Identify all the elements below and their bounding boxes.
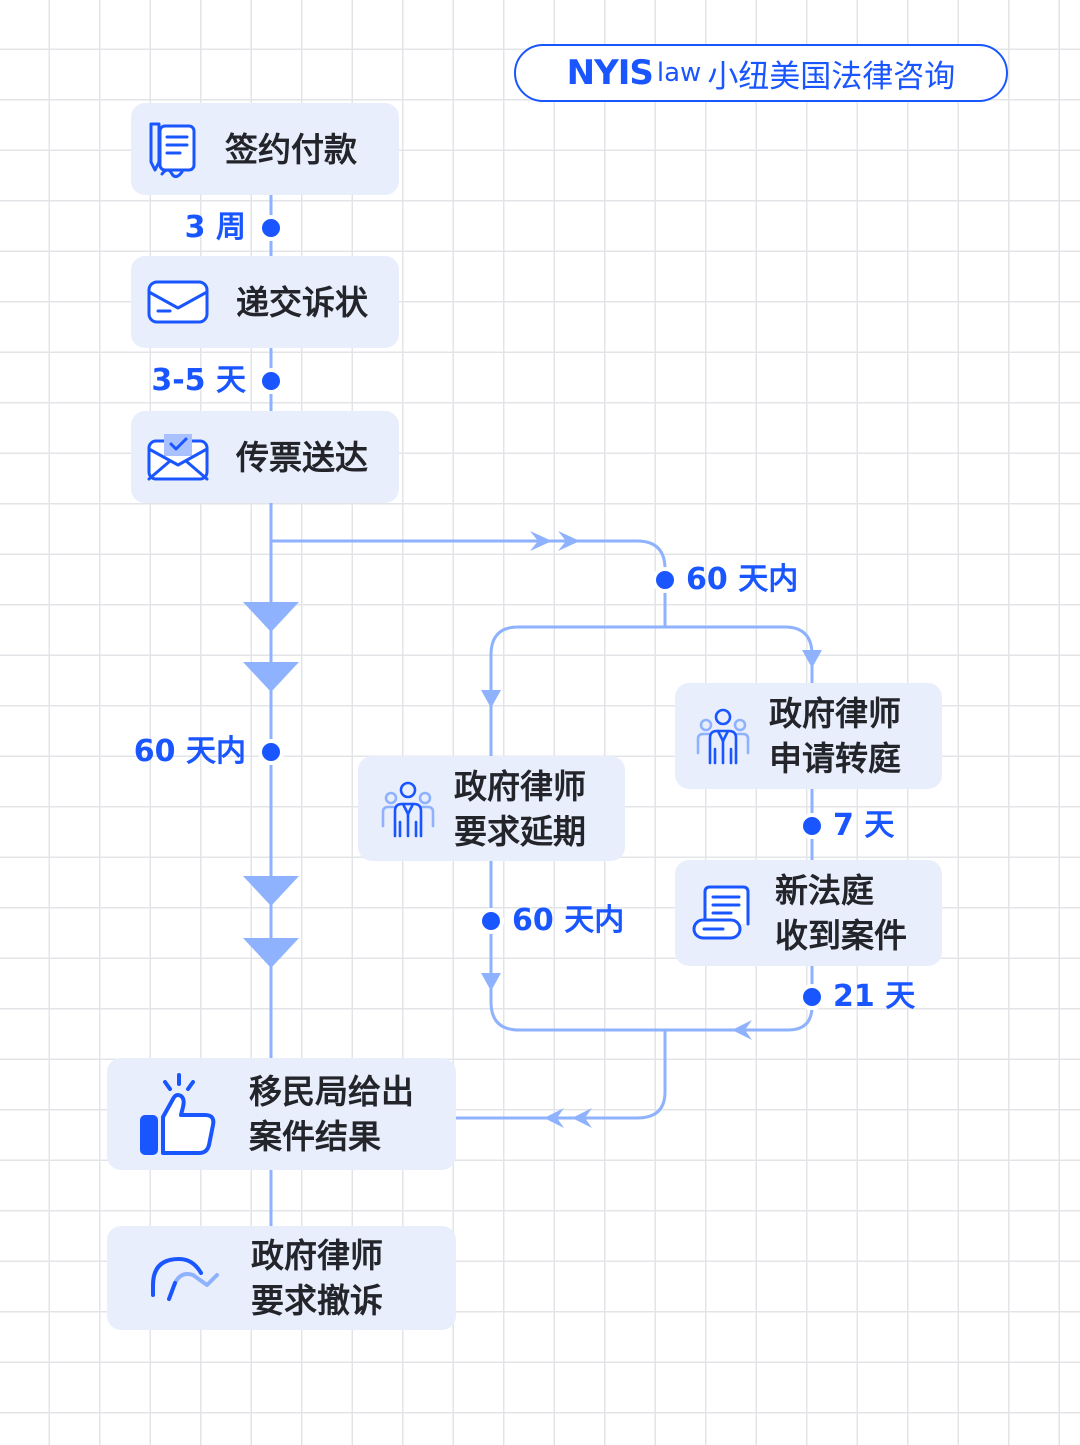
step-label: 移民局给出 案件结果 <box>249 1072 414 1156</box>
brand-law: law <box>656 58 702 88</box>
merge-to-result-line <box>454 1028 667 1120</box>
government-attorney-icon <box>380 778 436 840</box>
flow-arrow-down-double <box>243 938 299 968</box>
step-new-court: 新法庭 收到案件 <box>675 860 942 966</box>
timeline-dot <box>652 567 678 593</box>
flow-arrow-down-double <box>243 876 299 906</box>
timeline-dot <box>258 739 284 765</box>
timeline-dot <box>258 368 284 394</box>
flow-arrow-right <box>558 531 580 551</box>
step-label: 签约付款 <box>225 129 357 169</box>
court-to-merge-line <box>663 964 814 1032</box>
step-label: 新法庭 收到案件 <box>775 871 907 955</box>
envelope-icon <box>146 278 210 326</box>
flow-arrow-left <box>732 1020 752 1040</box>
step-gov-extension: 政府律师 要求延期 <box>358 756 625 861</box>
extension-down-line <box>489 859 667 1032</box>
timeline-dot <box>799 813 825 839</box>
documents-icon <box>691 884 753 942</box>
flow-arrow-down-double <box>243 602 299 632</box>
split-line-left <box>489 625 520 758</box>
brand-mark: NYIS <box>566 53 654 93</box>
summons-mail-icon <box>146 431 210 483</box>
branch-line-to-government <box>269 539 667 627</box>
return-arrow-icon <box>147 1253 223 1303</box>
step-label: 政府律师 要求延期 <box>454 766 586 851</box>
step-uscis-result: 移民局给出 案件结果 <box>107 1058 456 1170</box>
step-file-petition: 递交诉状 <box>131 256 399 348</box>
brand-logo: NYIS law 小纽美国法律咨询 <box>514 44 1008 102</box>
timeline-dot <box>478 908 504 934</box>
step-serve-summons: 传票送达 <box>131 411 399 503</box>
step-gov-dismiss: 政府律师 要求撤诉 <box>107 1226 456 1330</box>
government-attorney-icon <box>695 705 751 767</box>
step-sign-pay: 签约付款 <box>131 103 399 195</box>
duration-label: 3 周 <box>184 210 246 245</box>
contract-icon <box>143 118 201 180</box>
duration-label: 60 天内 <box>512 903 625 938</box>
flow-arrow-left <box>544 1108 564 1128</box>
split-line <box>516 625 814 685</box>
step-label: 政府律师 申请转庭 <box>769 694 901 778</box>
flow-arrow-down <box>802 650 822 668</box>
timeline-dot <box>258 215 284 241</box>
duration-label: 7 天 <box>833 808 895 843</box>
flow-arrow-down <box>481 690 501 708</box>
flow-arrow-right <box>530 531 552 551</box>
thumbs-up-icon <box>139 1071 219 1157</box>
flow-arrow-down-double <box>243 662 299 692</box>
step-label: 递交诉状 <box>236 282 368 322</box>
duration-label: 60 天内 <box>686 562 799 597</box>
step-label: 政府律师 要求撤诉 <box>251 1236 383 1320</box>
duration-label: 3-5 天 <box>151 363 246 398</box>
brand-name: 小纽美国法律咨询 <box>707 58 956 95</box>
duration-label: 60 天内 <box>133 734 246 769</box>
step-gov-transfer: 政府律师 申请转庭 <box>675 683 942 789</box>
duration-label: 21 天 <box>833 979 916 1014</box>
flow-arrow-left <box>572 1108 592 1128</box>
timeline-dot <box>799 984 825 1010</box>
flow-arrow-down <box>481 973 501 991</box>
step-label: 传票送达 <box>236 437 368 477</box>
